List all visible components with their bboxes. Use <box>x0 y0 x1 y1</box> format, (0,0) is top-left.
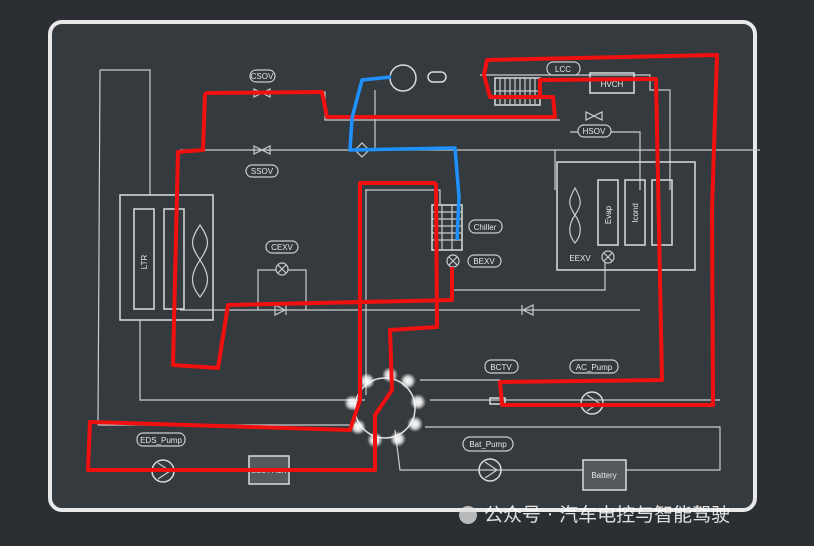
fan-icon <box>191 223 209 298</box>
chiller-label-pill <box>468 219 503 234</box>
csov-label: CSOV <box>251 72 274 81</box>
heater-core <box>651 179 673 246</box>
bat-pump-icon <box>478 458 502 482</box>
bctv-label: BCTV <box>490 363 512 372</box>
ssov-label-pill <box>245 164 279 178</box>
evaporator <box>597 179 619 246</box>
bexv-label-pill <box>467 254 502 268</box>
pipe <box>180 269 640 311</box>
hvch-box <box>589 72 635 94</box>
bat-pump-label-pill <box>462 436 514 452</box>
chiller-heat-exchanger-icon <box>431 204 463 251</box>
bctv-valve-icon <box>489 397 506 405</box>
accumulator-icon <box>427 71 447 83</box>
bat-pump-label: Bat_Pump <box>469 440 507 449</box>
ltr-label: LTR <box>140 255 149 270</box>
battery-box <box>582 459 627 491</box>
hsov-valve-icon <box>585 111 603 121</box>
eexv-label: EEXV <box>569 254 591 263</box>
cexv-label-pill <box>265 240 299 254</box>
blue-flow-annotation <box>348 75 461 241</box>
chiller-label: Chiller <box>474 223 497 232</box>
cexv-expansion-valve-icon <box>275 262 289 276</box>
watermark: 公众号 · 汽车电控与智能驾驶 <box>459 504 730 526</box>
icond-label: Icond <box>631 203 640 223</box>
blower-fan-icon <box>569 186 581 244</box>
bctv-label-pill <box>484 359 519 374</box>
eds-pump-label: EDS_Pump <box>140 436 182 445</box>
pipe <box>374 90 641 190</box>
lcc-label-pill <box>546 61 581 76</box>
hvch-label: HVCH <box>601 80 624 89</box>
multi-way-valve-icon <box>344 367 426 448</box>
ltr-radiator <box>133 208 155 310</box>
red-flow-annotation <box>86 53 719 472</box>
pipe <box>365 189 441 395</box>
battery-label: Battery <box>591 471 616 480</box>
hsov-label: HSOV <box>583 127 606 136</box>
csov-label-pill <box>249 69 276 83</box>
ac-pump-label: AC_Pump <box>576 363 613 372</box>
bexv-label: BEXV <box>473 257 495 266</box>
eds-pump-label-pill <box>136 432 186 447</box>
pipe <box>480 74 671 190</box>
evap-label: Evap <box>604 205 613 224</box>
hvac-module-box <box>556 161 696 271</box>
watermark-text: 公众号 · 汽车电控与智能驾驶 <box>484 504 730 526</box>
eexv-expansion-valve-icon <box>601 250 615 264</box>
check-valve-icon <box>521 304 534 316</box>
lcc-label: LCC <box>555 65 571 74</box>
hsov-label-pill <box>577 124 612 138</box>
front-end-module-box <box>119 194 214 321</box>
display-screen <box>48 20 757 512</box>
check-valve-icon <box>274 304 287 316</box>
ssov-valve-icon <box>253 145 271 155</box>
inner-condenser <box>624 179 646 246</box>
cexv-label: CEXV <box>271 243 293 252</box>
ssov-label: SSOV <box>251 167 274 176</box>
ac-pump-label-pill <box>569 359 619 374</box>
pipe <box>97 69 151 426</box>
